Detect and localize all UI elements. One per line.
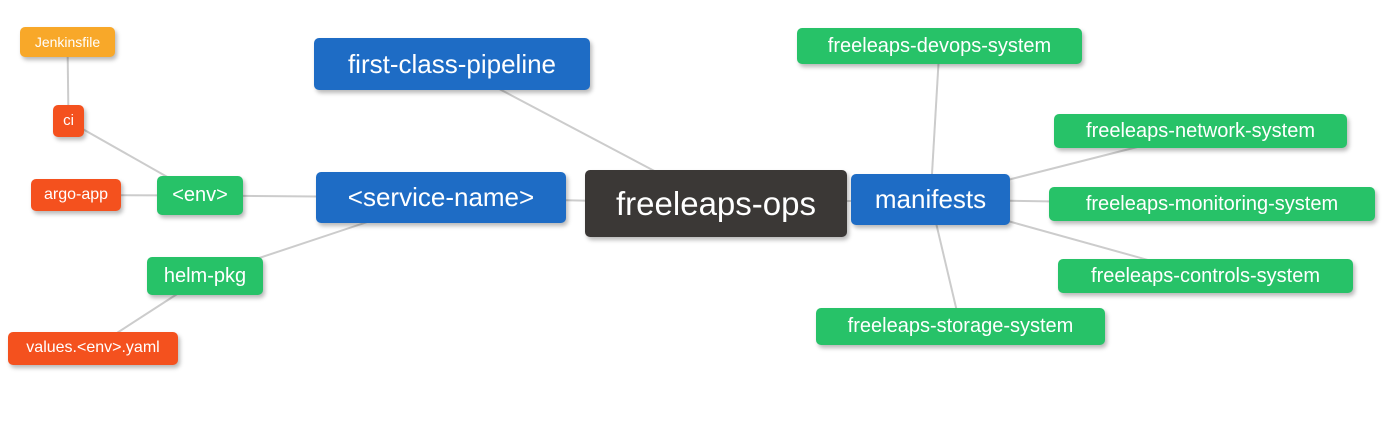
node-label: freeleaps-storage-system [847, 315, 1074, 337]
node-freeleaps-storage-system[interactable]: freeleaps-storage-system [816, 308, 1105, 345]
node-label: <env> [172, 184, 228, 206]
node-label: argo-app [43, 185, 109, 203]
node-label: freeleaps-controls-system [1091, 264, 1320, 287]
node-label: values.<env>.yaml [26, 339, 160, 356]
node-label: freeleaps-monitoring-system [1085, 192, 1339, 215]
edge-manifests--freeleaps-devops-system [929, 45, 941, 200]
node-label: freeleaps-network-system [1086, 119, 1315, 142]
node-label: Jenkinsfile [34, 33, 101, 50]
node-freeleaps-devops-system[interactable]: freeleaps-devops-system [797, 28, 1082, 64]
node-label: manifests [874, 184, 987, 214]
node-values-env-yaml[interactable]: values.<env>.yaml [8, 332, 178, 365]
node-env[interactable]: <env> [157, 176, 243, 215]
node-label: freeleaps-devops-system [827, 34, 1052, 57]
node-freeleaps-ops[interactable]: freeleaps-ops [585, 170, 847, 237]
node-manifests[interactable]: manifests [851, 174, 1010, 225]
node-freeleaps-monitoring-system[interactable]: freeleaps-monitoring-system [1049, 187, 1375, 221]
node-label: first-class-pipeline [347, 48, 557, 79]
node-helm-pkg[interactable]: helm-pkg [147, 257, 263, 295]
node-label: freeleaps-ops [616, 184, 816, 222]
node-ci[interactable]: ci [53, 105, 84, 137]
node-service-name[interactable]: <service-name> [316, 172, 566, 223]
node-freeleaps-network-system[interactable]: freeleaps-network-system [1054, 114, 1347, 148]
node-jenkinsfile[interactable]: Jenkinsfile [20, 27, 115, 57]
node-freeleaps-controls-system[interactable]: freeleaps-controls-system [1058, 259, 1353, 293]
node-label: helm-pkg [163, 264, 247, 287]
node-label: <service-name> [347, 182, 535, 212]
node-argo-app[interactable]: argo-app [31, 179, 121, 211]
node-first-class-pipeline[interactable]: first-class-pipeline [314, 38, 590, 90]
node-label: ci [63, 112, 74, 129]
